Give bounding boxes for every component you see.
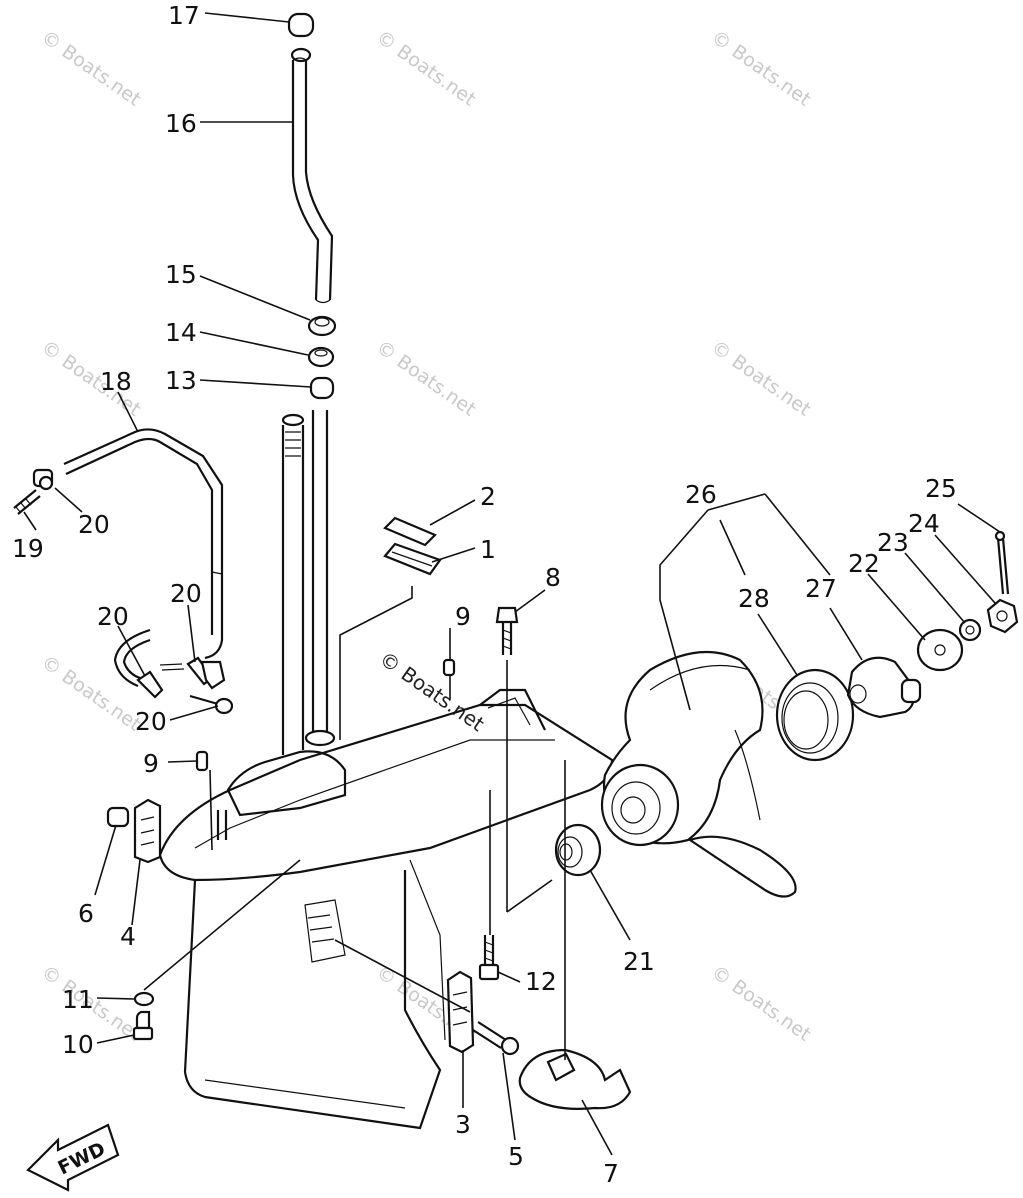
- label-part-15: 15: [165, 260, 197, 289]
- label-part-21: 21: [623, 947, 655, 976]
- label-part-10: 10: [62, 1030, 94, 1059]
- label-part-3: 3: [455, 1110, 471, 1139]
- fitting-20-lower: [189, 694, 219, 706]
- seal-14: [307, 346, 335, 368]
- watermark-center: © Boats.net: [375, 646, 489, 736]
- label-part-7: 7: [603, 1159, 619, 1188]
- label-part-25: 25: [925, 474, 957, 503]
- label-part-27: 27: [805, 574, 837, 603]
- drive-shaft: [281, 413, 305, 755]
- bushing-28: [775, 668, 855, 762]
- label-part-1: 1: [480, 535, 496, 564]
- washer-22: [916, 628, 964, 672]
- part-labels: 17 16 15 14 13 18 20 19 20 20 20 9 6 4 1…: [12, 1, 957, 1188]
- pin-9-left: [195, 750, 209, 772]
- label-part-26: 26: [685, 480, 717, 509]
- label-part-23: 23: [877, 528, 909, 557]
- label-part-24: 24: [908, 509, 940, 538]
- label-part-9-left: 9: [143, 749, 159, 778]
- label-part-9-right: 9: [455, 602, 471, 631]
- small-parts-left: [13, 428, 234, 1041]
- label-part-28: 28: [738, 584, 770, 613]
- nut-6: [106, 806, 130, 828]
- grommet-21: [554, 823, 602, 877]
- washer-11: [133, 991, 155, 1007]
- watermark: © Boats.net: [37, 651, 145, 736]
- watermark: © Boats.net: [372, 26, 480, 111]
- label-part-11: 11: [62, 985, 94, 1014]
- watermark: © Boats.net: [372, 336, 480, 421]
- leader-lines: [23, 12, 1001, 1156]
- label-part-17: 17: [168, 1, 200, 30]
- pin-9-right: [442, 658, 456, 677]
- small-parts-center: [383, 516, 632, 1110]
- label-part-19: 19: [12, 534, 44, 563]
- label-part-18: 18: [100, 367, 132, 396]
- label-part-6: 6: [78, 899, 94, 928]
- label-part-20-lower: 20: [135, 707, 167, 736]
- water-inlet: [304, 410, 336, 747]
- bolt-10: [135, 1010, 151, 1030]
- watermark: © Boats.net: [707, 26, 815, 111]
- label-part-14: 14: [165, 318, 197, 347]
- label-part-8: 8: [545, 563, 561, 592]
- washer-23: [958, 618, 982, 642]
- hose-bracket: [200, 660, 226, 690]
- label-part-16: 16: [165, 109, 197, 138]
- label-part-12: 12: [525, 967, 557, 996]
- label-part-4: 4: [120, 922, 136, 951]
- label-part-20-mid: 20: [170, 579, 202, 608]
- label-part-22: 22: [848, 549, 880, 578]
- bolt-5: [472, 1021, 507, 1049]
- nut-24: [986, 598, 1019, 634]
- watermark: © Boats.net: [707, 961, 815, 1046]
- trim-tab-7: [518, 1048, 632, 1110]
- clip-20-left: [136, 670, 164, 699]
- label-part-20-top: 20: [78, 510, 110, 539]
- bolt-8: [495, 606, 519, 624]
- hose-18: [63, 428, 224, 660]
- propeller-assembly: [600, 530, 1019, 898]
- forward-arrow: FWD: [26, 1123, 120, 1192]
- screw-19: [13, 489, 41, 515]
- watermark: © Boats.net: [37, 26, 145, 111]
- cotter-pin-25: [996, 537, 1010, 595]
- spacer-2: [383, 516, 437, 547]
- collar-13: [309, 376, 335, 400]
- label-part-5: 5: [508, 1142, 524, 1171]
- label-part-13: 13: [165, 366, 197, 395]
- water-tube-assembly: [287, 12, 337, 400]
- label-part-20-left: 20: [97, 602, 129, 631]
- watermark: © Boats.net: [707, 336, 815, 421]
- spacer-27: [846, 656, 915, 719]
- grommet-cap: [287, 12, 315, 38]
- label-part-2: 2: [480, 482, 496, 511]
- water-tube: [291, 60, 334, 301]
